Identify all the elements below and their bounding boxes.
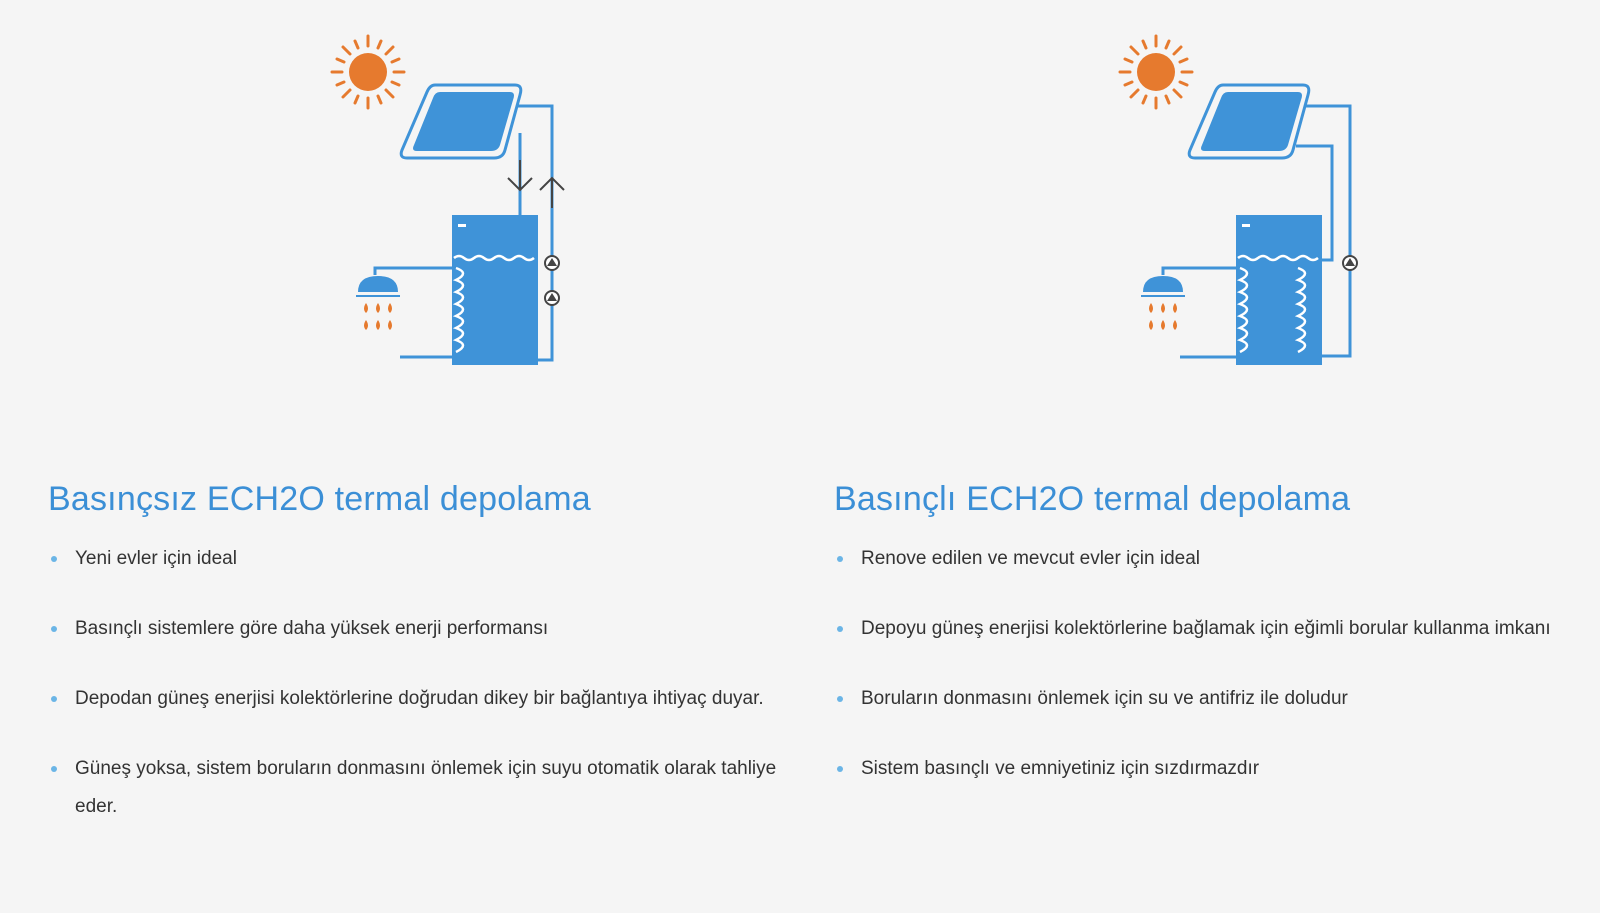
sun-icon (1118, 34, 1194, 110)
tank-icon (452, 215, 538, 365)
feature-list: Renove edilen ve mevcut evler için ideal… (834, 540, 1564, 820)
tank-icon (1236, 215, 1322, 365)
list-item-text: Güneş yoksa, sistem boruların donmasını … (75, 758, 777, 817)
solar-panel-icon (1187, 83, 1311, 160)
bullet-dot-icon (837, 556, 843, 562)
flow-arrows (507, 160, 565, 208)
section-heading: Basınçsız ECH2O termal depolama (48, 480, 591, 518)
shower-icon (1141, 276, 1185, 330)
pressurized-system-diagram (1118, 34, 1358, 365)
feature-list: Yeni evler için ideal Basınçlı sistemler… (48, 540, 783, 858)
bullet-dot-icon (837, 626, 843, 632)
bullet-dot-icon (51, 696, 57, 702)
list-item-text: Yeni evler için ideal (75, 548, 237, 569)
bullet-dot-icon (837, 766, 843, 772)
list-item: Güneş yoksa, sistem boruların donmasını … (48, 750, 783, 826)
pump-icon (1342, 255, 1358, 271)
list-item-text: Depodan güneş enerjisi kolektörlerine do… (75, 688, 764, 709)
section-heading: Basınçlı ECH2O termal depolama (834, 480, 1351, 518)
list-item-text: Basınçlı sistemlere göre daha yüksek ene… (75, 618, 549, 639)
list-item-text: Sistem basınçlı ve emniyetiniz için sızd… (861, 758, 1260, 779)
list-item: Depodan güneş enerjisi kolektörlerine do… (48, 680, 783, 718)
list-item: Depoyu güneş enerjisi kolektörlerine bağ… (834, 610, 1564, 648)
list-item-text: Boruların donmasını önlemek için su ve a… (861, 688, 1348, 709)
bullet-dot-icon (51, 556, 57, 562)
shower-icon (356, 276, 400, 330)
list-item: Basınçlı sistemlere göre daha yüksek ene… (48, 610, 783, 648)
list-item: Boruların donmasını önlemek için su ve a… (834, 680, 1564, 718)
list-item-text: Renove edilen ve mevcut evler için ideal (861, 548, 1201, 569)
list-item: Yeni evler için ideal (48, 540, 783, 578)
unpressurized-system-diagram (330, 34, 565, 365)
pipes (1161, 104, 1352, 359)
solar-panel-icon (399, 83, 523, 160)
bullet-dot-icon (837, 696, 843, 702)
list-item-text: Depoyu güneş enerjisi kolektörlerine bağ… (861, 618, 1551, 639)
bullet-dot-icon (51, 626, 57, 632)
pump-icon (544, 255, 560, 306)
list-item: Renove edilen ve mevcut evler için ideal (834, 540, 1564, 578)
sun-icon (330, 34, 406, 110)
list-item: Sistem basınçlı ve emniyetiniz için sızd… (834, 750, 1564, 788)
bullet-dot-icon (51, 766, 57, 772)
